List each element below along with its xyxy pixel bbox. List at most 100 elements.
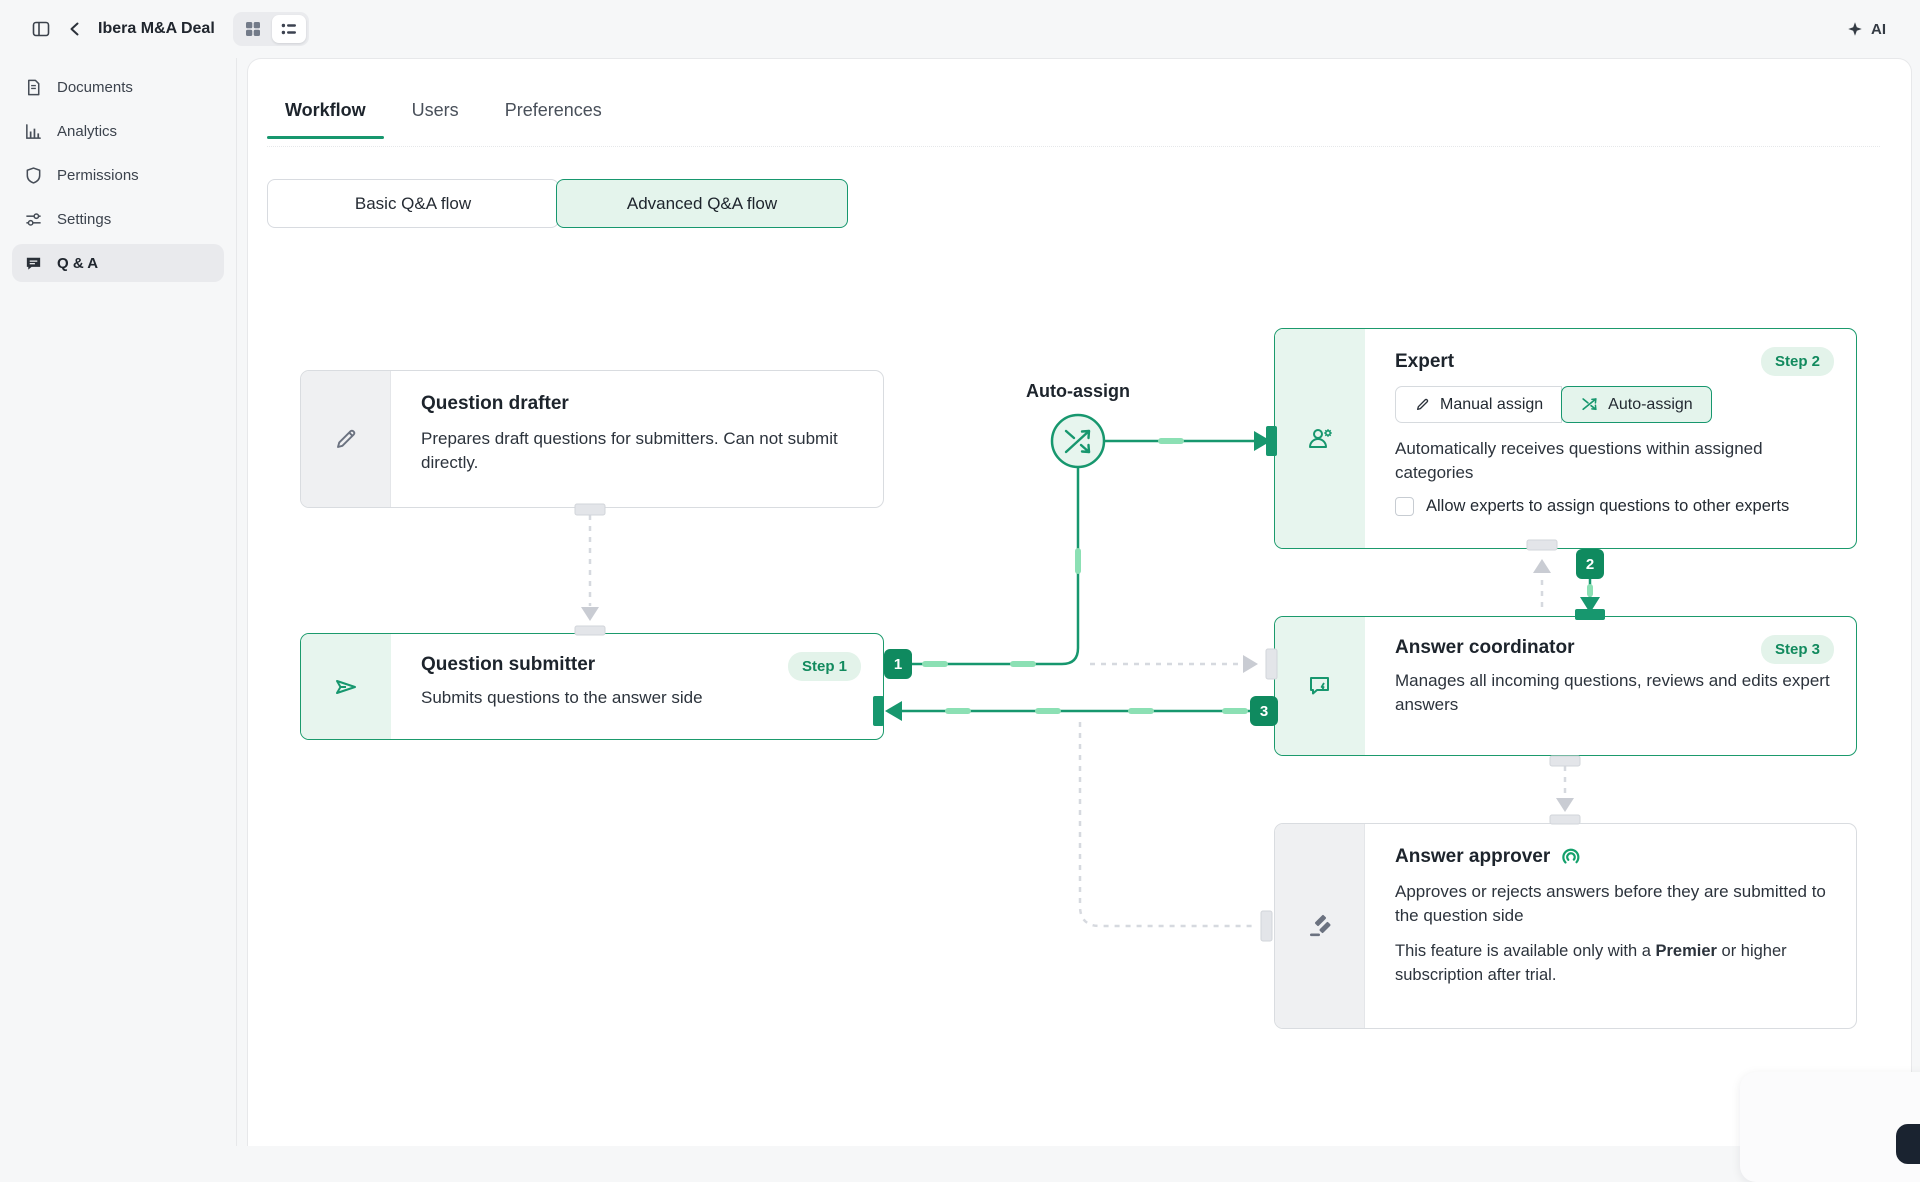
node-icon-panel xyxy=(1275,824,1365,1028)
subscription-note: This feature is available only with a Pr… xyxy=(1395,940,1830,987)
floating-widget-card xyxy=(1740,1072,1920,1182)
basic-flow-button[interactable]: Basic Q&A flow xyxy=(267,179,559,228)
node-description: Automatically receives questions within … xyxy=(1395,439,1763,483)
tab-workflow[interactable]: Workflow xyxy=(267,100,384,139)
note-suffix: or higher subscription after trial. xyxy=(1395,942,1787,984)
send-icon xyxy=(336,679,356,694)
step-badge: Step 1 xyxy=(787,652,861,681)
list-view-button[interactable] xyxy=(271,15,306,43)
node-description: Manages all incoming questions, reviews … xyxy=(1395,671,1830,715)
arrow-up-into-expert xyxy=(1533,559,1551,573)
ai-button-label: AI xyxy=(1871,20,1886,38)
document-icon xyxy=(27,79,40,95)
shuffle-icon xyxy=(1582,398,1597,411)
workflow-diagram: Question drafter Prepares draft question… xyxy=(300,328,1857,1029)
pencil-icon xyxy=(1416,398,1429,411)
grid-view-button[interactable] xyxy=(236,15,270,43)
sidebar-item-label: Settings xyxy=(57,210,112,228)
arrow-down-into-approver xyxy=(1556,798,1574,812)
auto-assign-label: Auto-assign xyxy=(1608,395,1693,413)
sidebar-item-label: Q & A xyxy=(57,254,99,272)
ai-assistant-button[interactable]: AI xyxy=(1836,14,1896,44)
note-plan-name: Premier xyxy=(1655,942,1717,961)
arrow-right-into-expert xyxy=(1254,431,1271,451)
view-mode-toggle xyxy=(232,12,309,46)
node-title: Answer coordinator xyxy=(1395,637,1575,658)
auto-assign-node-label: Auto-assign xyxy=(1025,381,1130,401)
node-expert[interactable]: Expert Step 2 Manual assign Auto-assign … xyxy=(1274,328,1857,549)
grid-icon xyxy=(245,22,260,36)
svg-text:1: 1 xyxy=(894,656,902,673)
node-description: Prepares draft questions for submitters.… xyxy=(421,429,838,473)
node-description: Approves or rejects answers before they … xyxy=(1395,882,1826,926)
sidebar-item-qa[interactable]: Q & A xyxy=(12,244,224,282)
qa-flow-toggle: Basic Q&A flow Advanced Q&A flow xyxy=(267,179,848,228)
arrow-down-into-submitter xyxy=(581,607,599,621)
svg-text:2: 2 xyxy=(1586,556,1594,573)
tab-preferences[interactable]: Preferences xyxy=(504,100,602,120)
tab-divider xyxy=(267,146,1880,147)
pencil-icon xyxy=(336,429,355,448)
back-button[interactable] xyxy=(58,12,92,46)
step-badge: Step 2 xyxy=(1760,347,1834,376)
sidebar-item-analytics[interactable]: Analytics xyxy=(12,112,224,150)
sidebar-nav: Documents Analytics Permissions Settings… xyxy=(0,58,237,1146)
sparkle-icon xyxy=(1848,22,1862,36)
node-description: Submits questions to the answer side xyxy=(421,688,703,707)
connection-badge-2[interactable]: 2 xyxy=(1576,549,1604,579)
premium-feature-icon xyxy=(1562,848,1580,864)
arrow-left-into-submitter xyxy=(885,701,902,721)
sidebar-item-label: Analytics xyxy=(57,122,118,140)
node-title: Question submitter xyxy=(421,654,596,675)
node-icon-panel xyxy=(301,634,391,739)
sliders-icon xyxy=(26,212,41,226)
node-title: Question drafter xyxy=(421,393,569,414)
auto-assign-node[interactable] xyxy=(1050,413,1106,469)
chat-bubble-icon xyxy=(26,257,41,270)
port-approver-left[interactable] xyxy=(1260,910,1273,942)
arrow-right-into-coordinator xyxy=(1243,655,1258,673)
manual-assign-label: Manual assign xyxy=(1440,395,1544,413)
allow-experts-checkbox[interactable] xyxy=(1395,497,1414,517)
connection-badge-1[interactable]: 1 xyxy=(884,649,912,679)
shield-icon xyxy=(26,166,41,184)
auto-assign-button[interactable]: Auto-assign xyxy=(1561,386,1712,423)
chat-flash-icon xyxy=(1310,677,1329,695)
manual-assign-button[interactable]: Manual assign xyxy=(1395,386,1563,423)
node-icon-panel xyxy=(301,371,391,507)
sidebar-item-label: Permissions xyxy=(57,166,139,184)
sidebar-item-settings[interactable]: Settings xyxy=(12,200,224,238)
gavel-icon xyxy=(1309,914,1331,937)
tab-bar: Workflow Users Preferences xyxy=(267,100,602,139)
sidebar-item-documents[interactable]: Documents xyxy=(12,68,224,106)
node-title: Expert xyxy=(1395,351,1455,372)
sidebar-item-label: Documents xyxy=(57,78,133,96)
allow-experts-checkbox-label: Allow experts to assign questions to oth… xyxy=(1426,497,1790,516)
step-badge: Step 3 xyxy=(1760,635,1834,664)
panel-toggle-icon xyxy=(32,21,50,37)
node-icon-panel xyxy=(1275,617,1365,755)
list-icon xyxy=(281,23,296,35)
node-answer-coordinator[interactable]: Answer coordinator Step 3 Manages all in… xyxy=(1274,616,1857,756)
assign-mode-toggle: Manual assign Auto-assign xyxy=(1395,386,1830,423)
node-answer-approver[interactable]: Answer approver Approves or rejects answ… xyxy=(1274,823,1857,1029)
sidebar-item-permissions[interactable]: Permissions xyxy=(12,156,224,194)
expert-user-icon xyxy=(1309,428,1332,448)
note-prefix: This feature is available only with a xyxy=(1395,942,1656,961)
bar-chart-icon xyxy=(26,123,41,139)
page-title: Ibera M&A Deal xyxy=(98,20,215,37)
sidebar-toggle-button[interactable] xyxy=(24,12,58,46)
chevron-left-icon xyxy=(70,22,79,36)
node-title: Answer approver xyxy=(1395,846,1551,867)
node-question-submitter[interactable]: Question submitter Step 1 Submits questi… xyxy=(300,633,884,740)
advanced-flow-button[interactable]: Advanced Q&A flow xyxy=(556,179,848,228)
tab-users[interactable]: Users xyxy=(411,100,459,120)
node-question-drafter[interactable]: Question drafter Prepares draft question… xyxy=(300,370,884,508)
top-bar: Ibera M&A Deal AI xyxy=(0,0,1920,58)
arrow-down-into-coordinator xyxy=(1580,597,1600,613)
shuffle-icon xyxy=(1064,429,1091,454)
node-icon-panel xyxy=(1275,329,1365,548)
floating-widget-button[interactable] xyxy=(1896,1124,1920,1164)
port-coordinator-bottom[interactable] xyxy=(1549,755,1581,767)
